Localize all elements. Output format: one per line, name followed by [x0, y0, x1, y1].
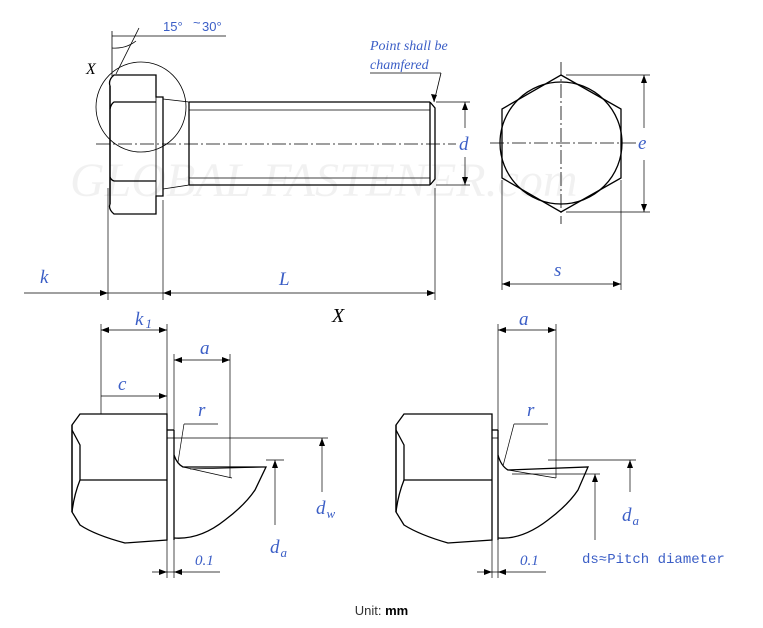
detail-right-head	[395, 413, 590, 544]
dim-e: e	[566, 74, 650, 213]
detail-left-head	[71, 413, 268, 544]
detail-x-label: X	[85, 61, 97, 78]
note-line-1: Point shall be	[369, 39, 448, 54]
dim-k-and-L: k L X	[24, 188, 436, 327]
note-line-2: chamfered	[370, 58, 430, 73]
dim-s: s	[501, 180, 622, 290]
bolt-side-view	[95, 61, 456, 215]
da-left-label: da	[270, 537, 288, 560]
r-right-label: r	[527, 400, 535, 421]
r-left-label: r	[198, 400, 206, 421]
a-right-label: a	[519, 309, 529, 330]
angle-tilde: ~	[193, 15, 201, 30]
s-label: s	[554, 260, 561, 281]
angle-min-label: 15°	[163, 19, 183, 34]
a-left-label: a	[200, 338, 210, 359]
dim-d: d	[436, 101, 470, 186]
ds-pitch-label: ds≈Pitch diameter	[582, 552, 725, 568]
da-right-label: da	[622, 505, 640, 528]
e-label: e	[638, 133, 646, 154]
angle-max-label: 30°	[202, 19, 222, 34]
point-chamfer-note: Point shall be chamfered	[369, 39, 448, 103]
gap-left-label: 0.1	[195, 553, 214, 569]
bolt-end-view	[490, 62, 636, 224]
unit-caption: Unit: mm	[0, 603, 763, 618]
d-label: d	[459, 134, 469, 155]
gap-right-label: 0.1	[520, 553, 539, 569]
detail-right-dims: a r da ds≈Pitch diameter 0.1	[477, 309, 725, 578]
c-label: c	[118, 374, 127, 395]
dw-label: dw	[316, 498, 336, 521]
k-label: k	[40, 267, 49, 288]
L-label: L	[278, 269, 290, 290]
section-x-label: X	[331, 305, 345, 327]
chamfer-angle-annotation: 15° ~ 30° X	[85, 15, 226, 78]
unit-prefix: Unit:	[354, 603, 386, 618]
unit-value: mm	[385, 603, 409, 618]
